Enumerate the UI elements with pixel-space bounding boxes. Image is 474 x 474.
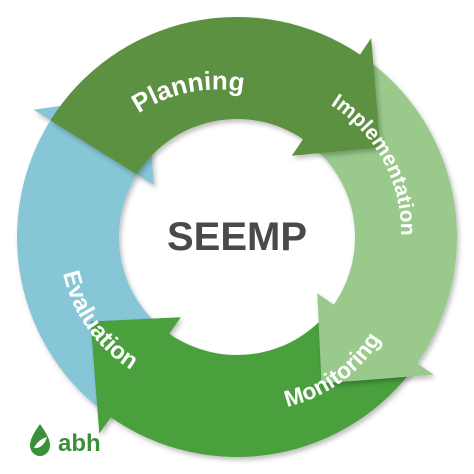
- brand-logo: abh: [30, 424, 101, 457]
- arrow-planning: [50, 16, 381, 175]
- water-drop-leaf-icon: [30, 424, 50, 456]
- brand-name: abh: [58, 430, 101, 457]
- center-title: SEEMP: [167, 215, 307, 259]
